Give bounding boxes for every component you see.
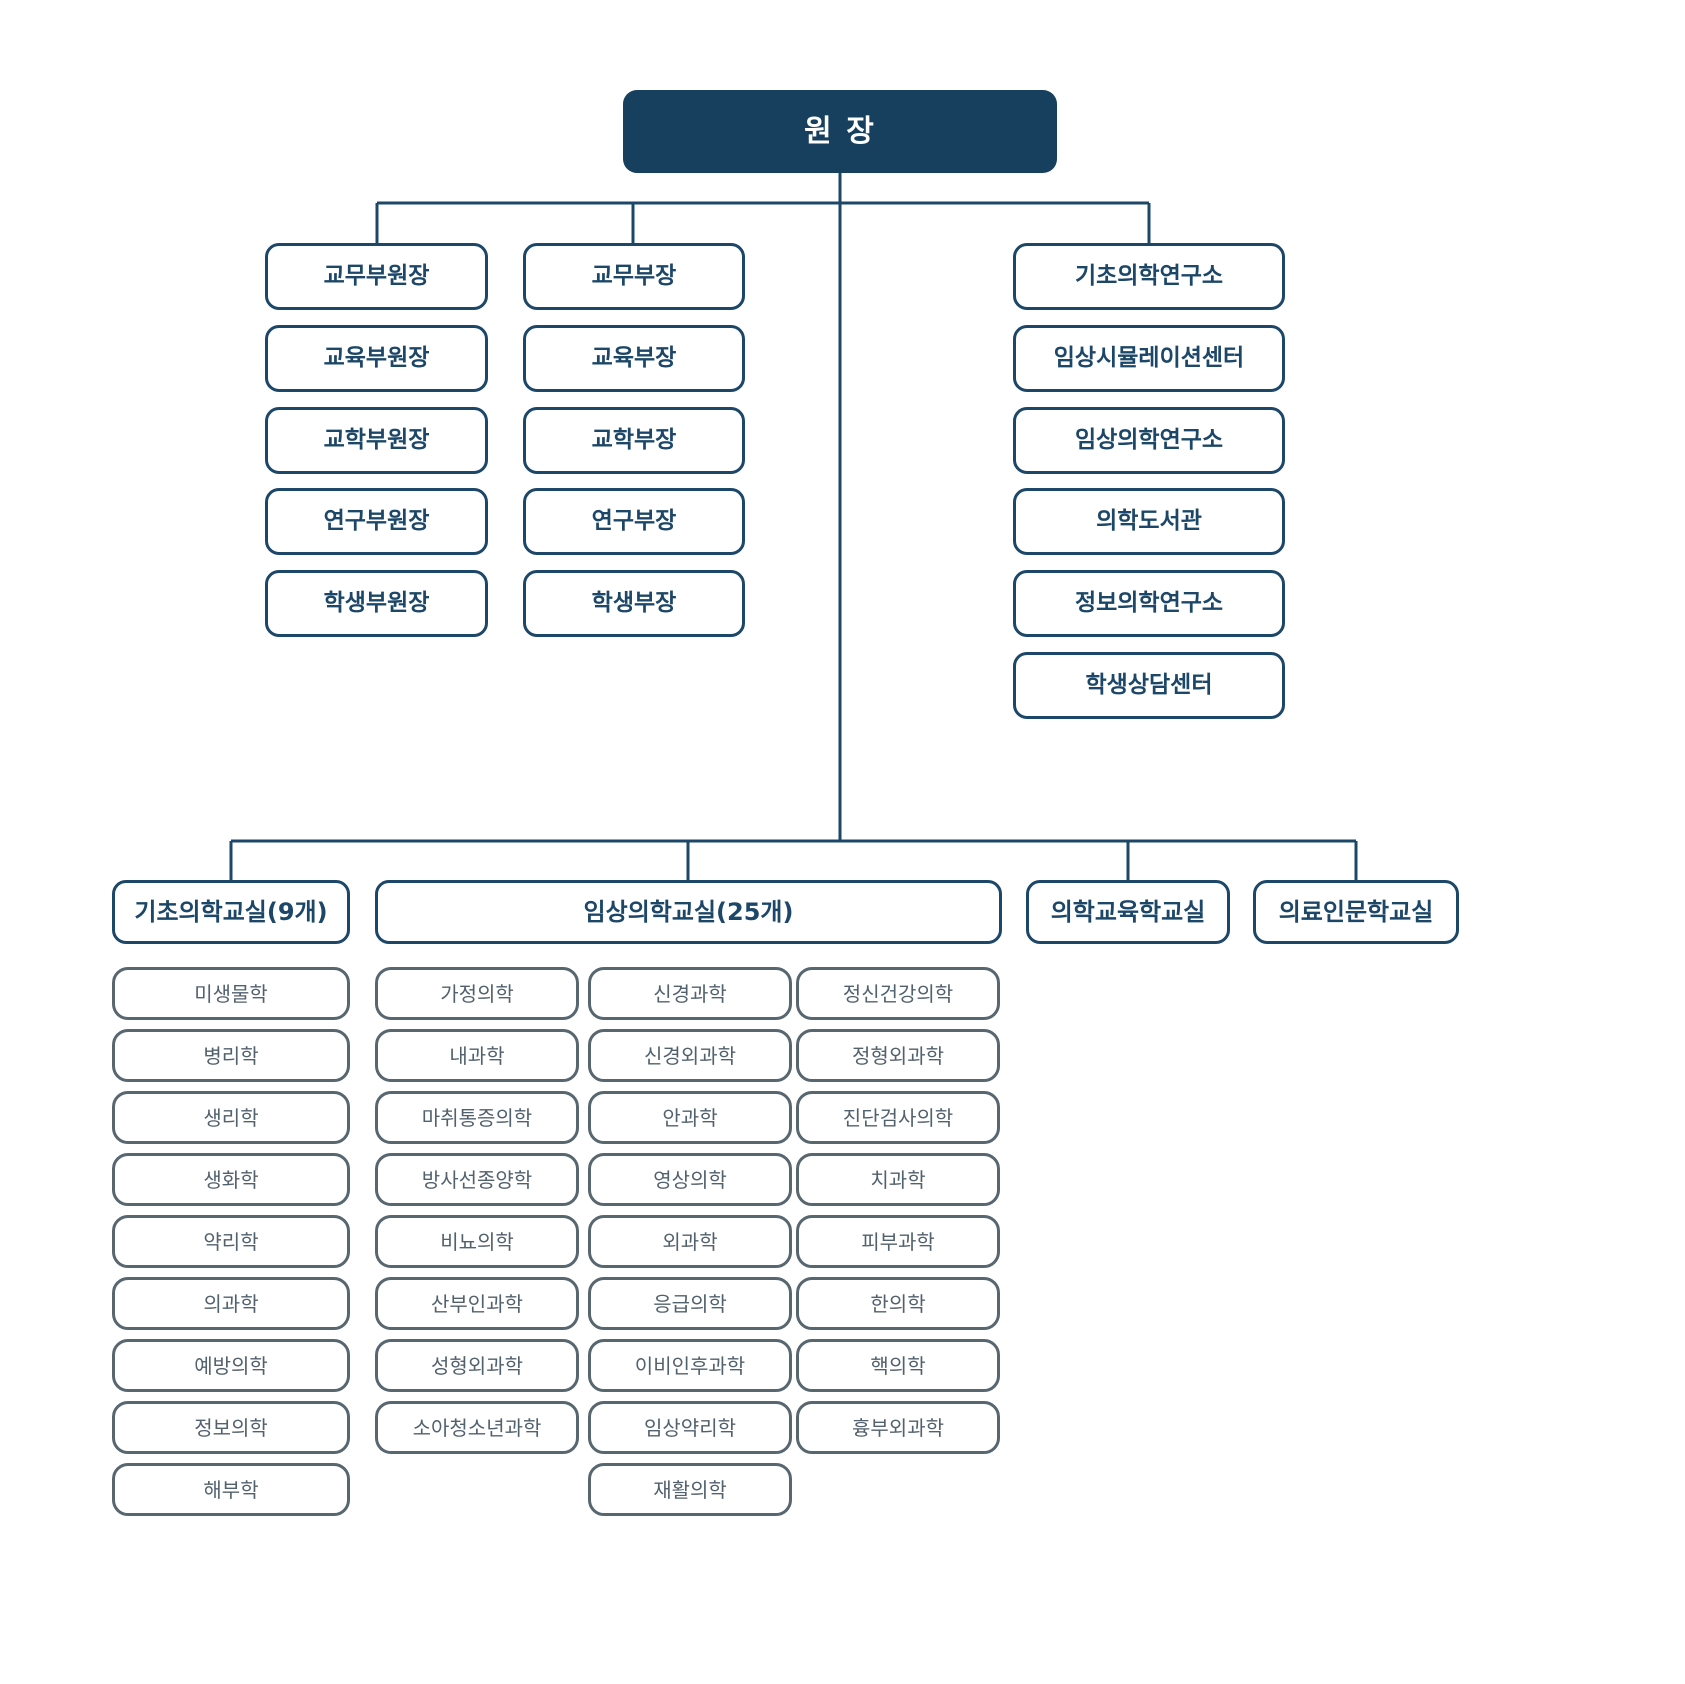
org-node-root: 원 장 <box>623 90 1057 173</box>
org-node-dept: 소아청소년과학 <box>375 1401 579 1454</box>
org-node-dept: 생화학 <box>112 1153 350 1206</box>
org-node-dept: 영상의학 <box>588 1153 792 1206</box>
org-node-institute: 의학도서관 <box>1013 488 1285 555</box>
org-node-institute: 임상시뮬레이션센터 <box>1013 325 1285 392</box>
org-node-dept: 생리학 <box>112 1091 350 1144</box>
org-node-director: 교무부장 <box>523 243 745 310</box>
org-node-dept: 약리학 <box>112 1215 350 1268</box>
org-node-dept: 이비인후과학 <box>588 1339 792 1392</box>
org-node-dept: 신경외과학 <box>588 1029 792 1082</box>
org-node-director: 교육부장 <box>523 325 745 392</box>
org-node-dept: 임상약리학 <box>588 1401 792 1454</box>
org-node-institute: 임상의학연구소 <box>1013 407 1285 474</box>
org-node-institute: 정보의학연구소 <box>1013 570 1285 637</box>
org-node-dept: 응급의학 <box>588 1277 792 1330</box>
org-node-dept: 해부학 <box>112 1463 350 1516</box>
org-node-institute: 기초의학연구소 <box>1013 243 1285 310</box>
org-node-group-clinical: 임상의학교실(25개) <box>375 880 1002 944</box>
org-node-dept: 재활의학 <box>588 1463 792 1516</box>
org-node-vice-dean: 교육부원장 <box>265 325 488 392</box>
org-node-dept: 정형외과학 <box>796 1029 1000 1082</box>
org-node-group-med-humanities: 의료인문학교실 <box>1253 880 1459 944</box>
org-node-dept: 신경과학 <box>588 967 792 1020</box>
org-node-dept: 치과학 <box>796 1153 1000 1206</box>
org-node-dept: 안과학 <box>588 1091 792 1144</box>
org-node-vice-dean: 교학부원장 <box>265 407 488 474</box>
org-node-dept: 예방의학 <box>112 1339 350 1392</box>
org-node-vice-dean: 학생부원장 <box>265 570 488 637</box>
org-node-dept: 흉부외과학 <box>796 1401 1000 1454</box>
org-node-dept: 산부인과학 <box>375 1277 579 1330</box>
org-node-dept: 병리학 <box>112 1029 350 1082</box>
org-node-dept: 내과학 <box>375 1029 579 1082</box>
org-node-dept: 비뇨의학 <box>375 1215 579 1268</box>
org-node-dept: 가정의학 <box>375 967 579 1020</box>
org-node-dept: 의과학 <box>112 1277 350 1330</box>
org-node-dept: 피부과학 <box>796 1215 1000 1268</box>
org-node-institute: 학생상담센터 <box>1013 652 1285 719</box>
org-node-vice-dean: 연구부원장 <box>265 488 488 555</box>
org-node-dept: 정보의학 <box>112 1401 350 1454</box>
org-node-director: 학생부장 <box>523 570 745 637</box>
org-node-dept: 외과학 <box>588 1215 792 1268</box>
org-node-vice-dean: 교무부원장 <box>265 243 488 310</box>
org-node-dept: 정신건강의학 <box>796 967 1000 1020</box>
org-node-dept: 한의학 <box>796 1277 1000 1330</box>
org-node-group-med-education: 의학교육학교실 <box>1026 880 1230 944</box>
org-node-director: 교학부장 <box>523 407 745 474</box>
org-node-director: 연구부장 <box>523 488 745 555</box>
org-node-group-basic: 기초의학교실(9개) <box>112 880 350 944</box>
org-node-dept: 마취통증의학 <box>375 1091 579 1144</box>
org-node-dept: 미생물학 <box>112 967 350 1020</box>
org-node-dept: 진단검사의학 <box>796 1091 1000 1144</box>
org-node-dept: 핵의학 <box>796 1339 1000 1392</box>
org-node-dept: 성형외과학 <box>375 1339 579 1392</box>
org-node-dept: 방사선종양학 <box>375 1153 579 1206</box>
